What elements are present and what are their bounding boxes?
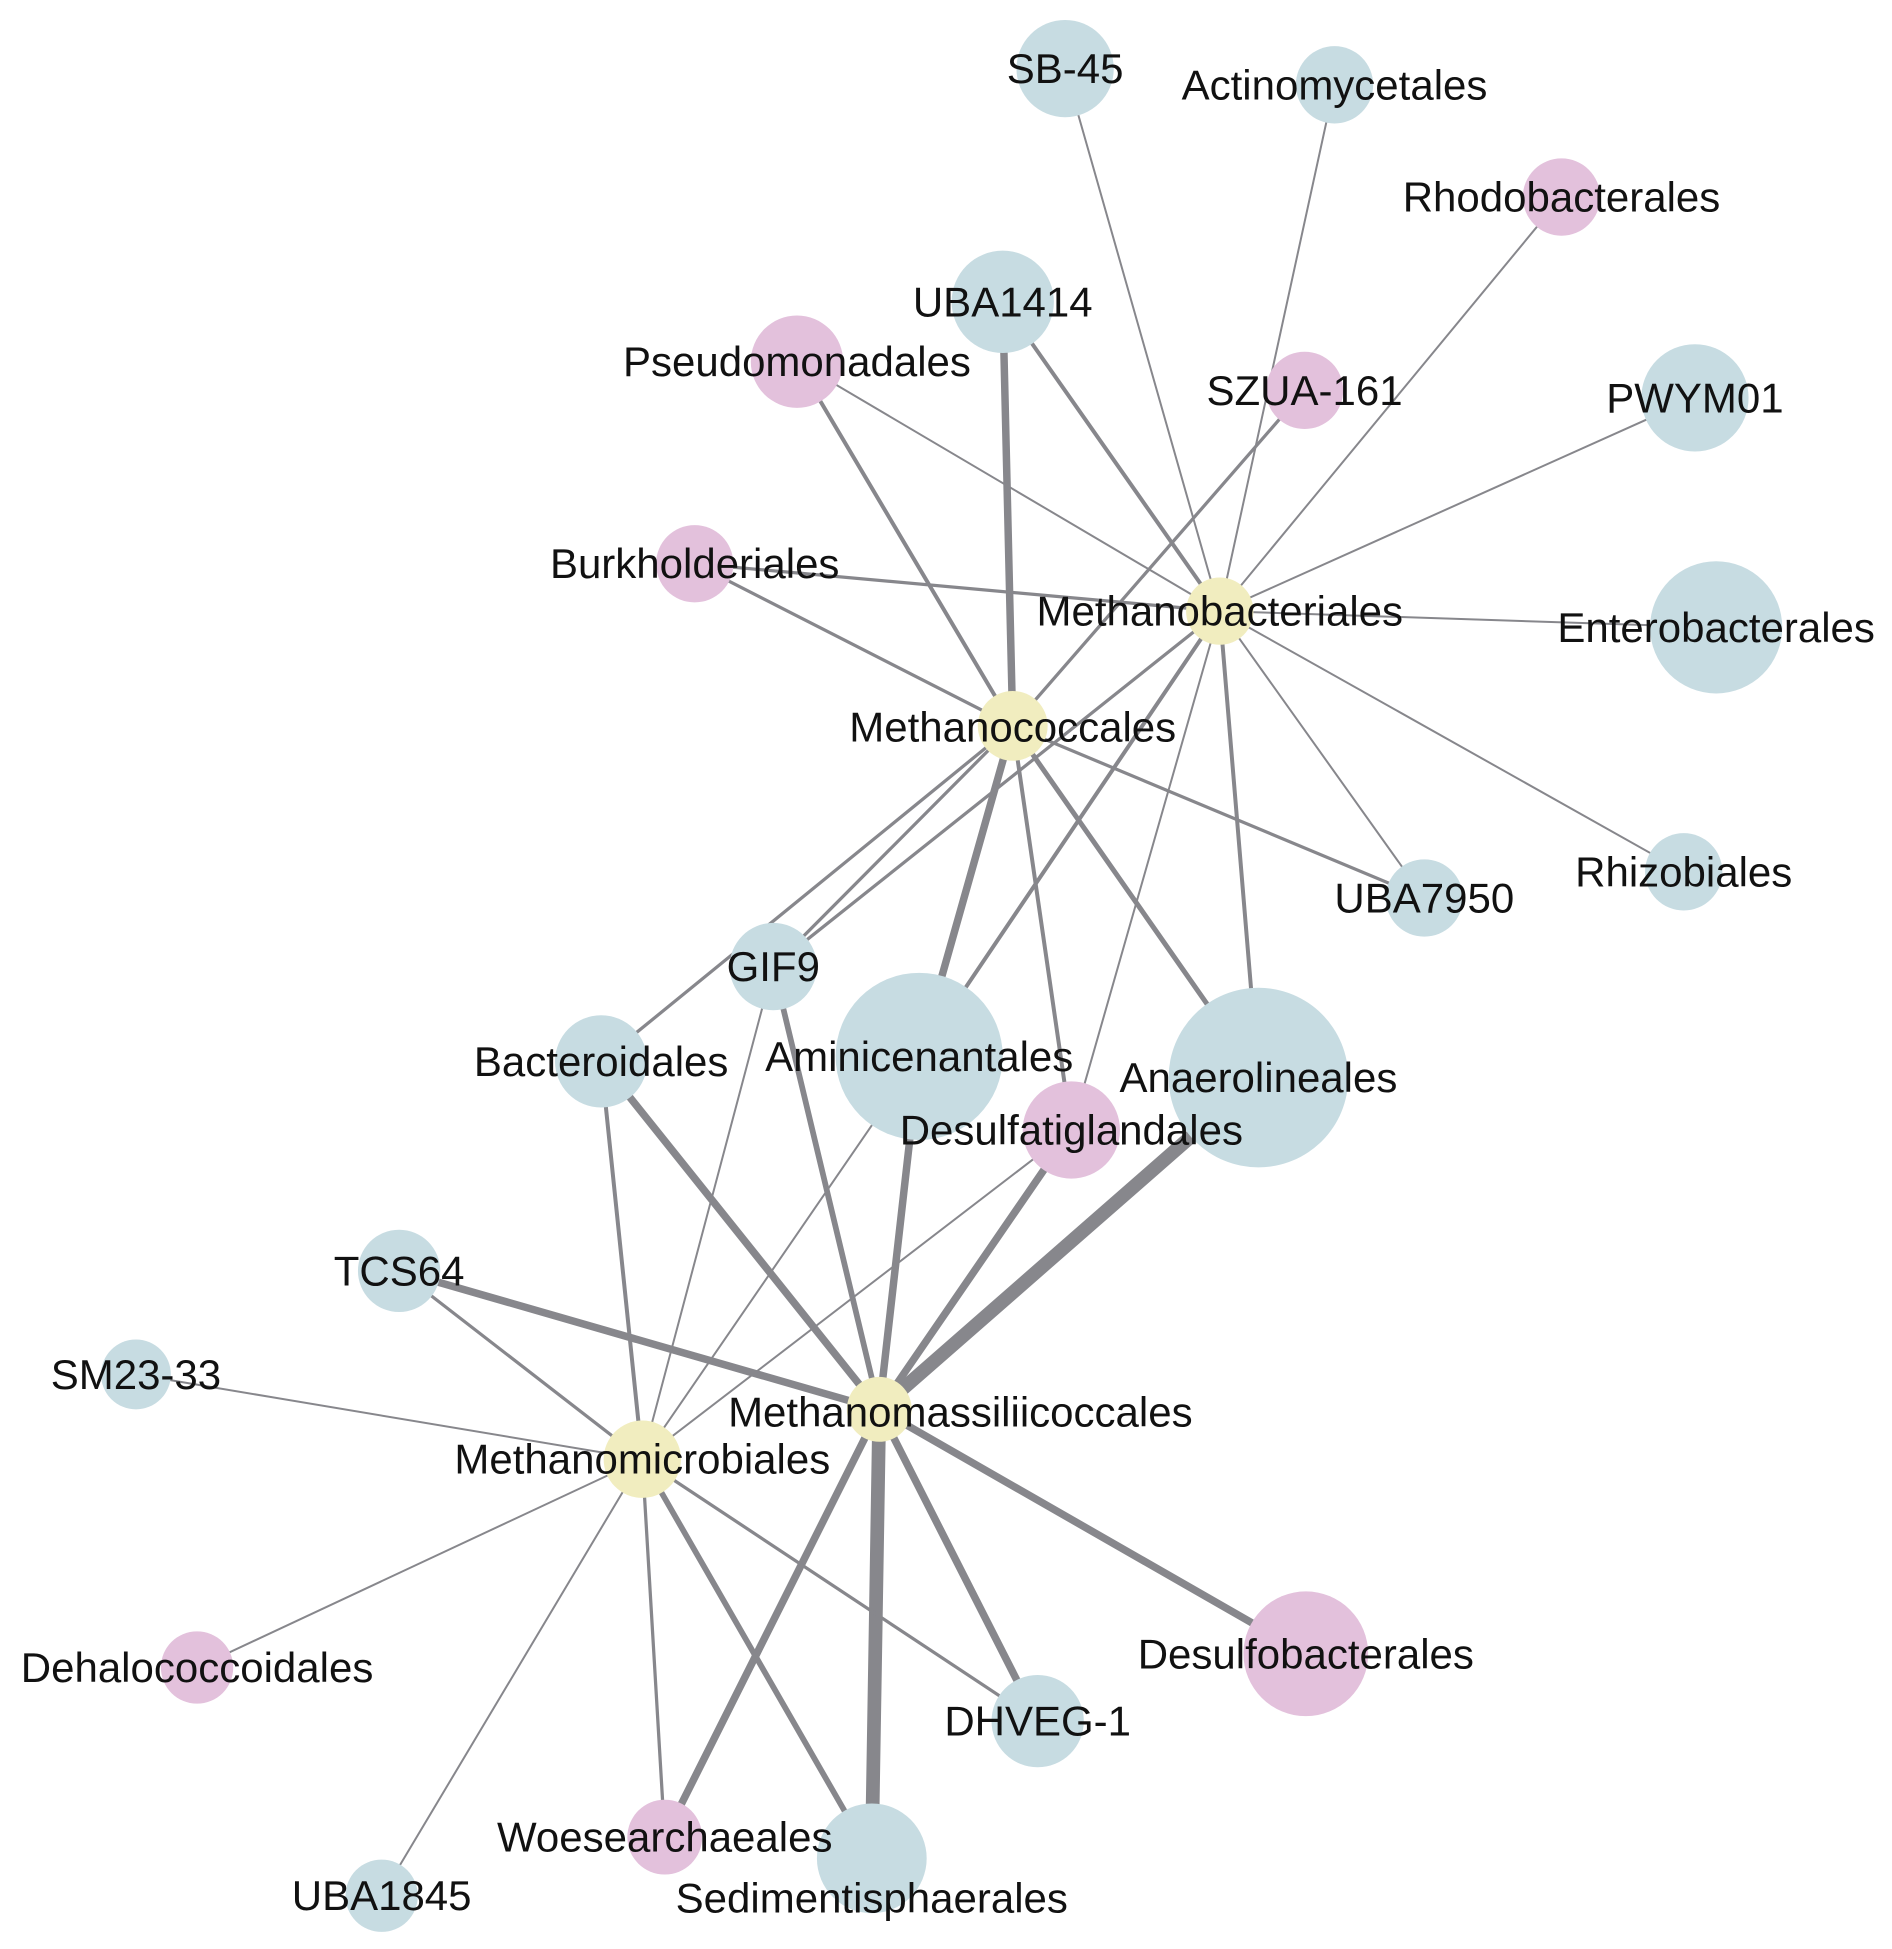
edge-methanobacteriales-rhizobiales	[1218, 610, 1685, 873]
node-bacteroidales[interactable]	[555, 1015, 648, 1108]
edge-methanomicrobiales-tcs64	[397, 1269, 644, 1461]
node-label-dhveg1: DHVEG-1	[944, 1698, 1131, 1745]
labels-layer: MethanobacterialesMethanococcalesMethano…	[21, 45, 1875, 1922]
node-rhizobiales[interactable]	[1645, 833, 1723, 911]
node-sm2333[interactable]	[101, 1339, 171, 1410]
node-uba1414[interactable]	[951, 250, 1054, 353]
edge-methanomicrobiales-bacteroidales	[599, 1059, 645, 1462]
edge-methanobacteriales-enterobacterales	[1218, 610, 1718, 629]
node-gif9[interactable]	[729, 922, 817, 1011]
node-desulfatiglandales[interactable]	[1022, 1081, 1120, 1179]
edge-methanobacteriales-aminicenantales	[917, 609, 1222, 1059]
edge-methanococcales-bacteroidales	[599, 724, 1015, 1063]
edge-methanococcales-uba1414	[999, 298, 1017, 730]
node-label-bacteroidales: Bacteroidales	[474, 1038, 728, 1085]
node-label-uba1845: UBA1845	[292, 1872, 472, 1919]
edge-methanomassiliicoccales-bacteroidales	[597, 1057, 884, 1414]
node-label-gif9: GIF9	[727, 943, 820, 990]
node-label-pwym01: PWYM01	[1606, 374, 1783, 421]
node-label-methanococcales: Methanococcales	[849, 704, 1176, 751]
edge-methanomicrobiales-woesearchaeales	[640, 1457, 667, 1839]
node-label-sedimentisphaerales: Sedimentisphaerales	[676, 1875, 1068, 1922]
node-label-pseudomonadales: Pseudomonadales	[623, 338, 971, 385]
node-label-sm2333: SM23-33	[51, 1351, 221, 1398]
node-pseudomonadales[interactable]	[750, 315, 844, 408]
node-label-enterobacterales: Enterobacterales	[1557, 604, 1875, 651]
edge-methanobacteriales-desulfatiglandales	[1070, 610, 1221, 1131]
edge-methanobacteriales-rhodobacterales	[1218, 196, 1563, 613]
node-label-desulfobacterales: Desulfobacterales	[1138, 1630, 1474, 1677]
edge-methanomassiliicoccales-sedimentisphaerales	[864, 1402, 887, 1866]
node-pwym01[interactable]	[1641, 344, 1749, 452]
edge-methanomassiliicoccales-gif9	[770, 963, 883, 1413]
node-label-sb45: SB-45	[1007, 45, 1124, 92]
node-woesearchaeales[interactable]	[627, 1799, 703, 1875]
node-label-desulfatiglandales: Desulfatiglandales	[900, 1106, 1243, 1153]
node-methanococcales[interactable]	[977, 690, 1048, 761]
edge-methanococcales-burkholderiales	[693, 562, 1015, 728]
node-label-dehalococcoidales: Dehalococcoidales	[21, 1644, 374, 1691]
node-label-methanomicrobiales: Methanomicrobiales	[454, 1436, 830, 1483]
node-label-actinomycetales: Actinomycetales	[1182, 61, 1488, 108]
node-anaerolineales[interactable]	[1168, 987, 1349, 1168]
node-label-rhodobacterales: Rhodobacterales	[1403, 174, 1721, 221]
edge-methanomicrobiales-gif9	[641, 965, 775, 1461]
edge-methanobacteriales-uba1414	[1000, 299, 1222, 614]
node-sedimentisphaerales[interactable]	[816, 1803, 927, 1914]
node-label-methanomassiliicoccales: Methanomassiliicoccales	[728, 1388, 1193, 1435]
edge-methanomicrobiales-uba1845	[380, 1458, 644, 1897]
node-sb45[interactable]	[1016, 19, 1114, 118]
node-szua161[interactable]	[1265, 351, 1344, 430]
node-dhveg1[interactable]	[991, 1674, 1084, 1768]
node-enterobacterales[interactable]	[1650, 561, 1783, 694]
edge-methanomicrobiales-sedimentisphaerales	[639, 1456, 875, 1862]
node-label-methanobacteriales: Methanobacteriales	[1036, 588, 1403, 635]
edge-methanococcales-desulfatiglandales	[1010, 723, 1074, 1132]
node-label-uba1414: UBA1414	[913, 278, 1093, 325]
edges-layer	[134, 67, 1718, 1897]
edge-methanomassiliicoccales-woesearchaeales	[661, 1405, 884, 1841]
node-tcs64[interactable]	[357, 1229, 441, 1313]
node-label-burkholderiales: Burkholderiales	[550, 540, 840, 587]
nodes-layer	[101, 19, 1783, 1932]
node-methanomicrobiales[interactable]	[603, 1420, 681, 1498]
node-label-uba7950: UBA7950	[1334, 874, 1514, 921]
edge-methanobacteriales-uba7950	[1218, 610, 1426, 899]
edge-methanomassiliicoccales-desulfatiglandales	[875, 1126, 1076, 1414]
node-burkholderiales[interactable]	[656, 525, 734, 603]
edge-methanobacteriales-actinomycetales	[1218, 83, 1336, 613]
node-label-tcs64: TCS64	[334, 1247, 465, 1294]
node-label-rhizobiales: Rhizobiales	[1575, 848, 1792, 895]
edge-methanomicrobiales-sm2333	[134, 1373, 644, 1461]
edge-methanococcales-uba7950	[1011, 724, 1426, 900]
edge-methanomicrobiales-dhveg1	[640, 1457, 1040, 1723]
node-desulfobacterales[interactable]	[1243, 1591, 1369, 1717]
edge-methanococcales-pseudomonadales	[794, 359, 1015, 728]
edge-methanomassiliicoccales-dhveg1	[875, 1405, 1042, 1725]
node-label-aminicenantales: Aminicenantales	[765, 1033, 1073, 1080]
node-methanomassiliicoccales[interactable]	[846, 1376, 912, 1442]
edge-methanococcales-szua161	[1011, 388, 1307, 728]
node-dehalococcoidales[interactable]	[160, 1631, 234, 1704]
edge-methanococcales-gif9	[771, 724, 1015, 969]
node-actinomycetales[interactable]	[1295, 46, 1374, 124]
edge-methanobacteriales-burkholderiales	[693, 562, 1222, 613]
node-uba1845[interactable]	[345, 1859, 418, 1932]
edge-methanomicrobiales-desulfatiglandales	[641, 1128, 1073, 1461]
edge-methanomicrobiales-dehalococcoidales	[196, 1458, 644, 1669]
node-uba7950[interactable]	[1385, 859, 1463, 937]
node-methanobacteriales[interactable]	[1186, 577, 1254, 645]
node-label-anaerolineales: Anaerolineales	[1119, 1054, 1397, 1101]
node-aminicenantales[interactable]	[835, 972, 1003, 1140]
node-label-woesearchaeales: Woesearchaeales	[497, 1814, 832, 1861]
node-rhodobacterales[interactable]	[1522, 158, 1601, 236]
edge-methanobacteriales-sb45	[1064, 67, 1221, 613]
node-label-szua161: SZUA-161	[1207, 367, 1403, 414]
edge-methanomassiliicoccales-desulfobacterales	[875, 1405, 1310, 1658]
edge-methanobacteriales-pwym01	[1218, 396, 1696, 613]
edge-methanomassiliicoccales-tcs64	[395, 1267, 884, 1414]
